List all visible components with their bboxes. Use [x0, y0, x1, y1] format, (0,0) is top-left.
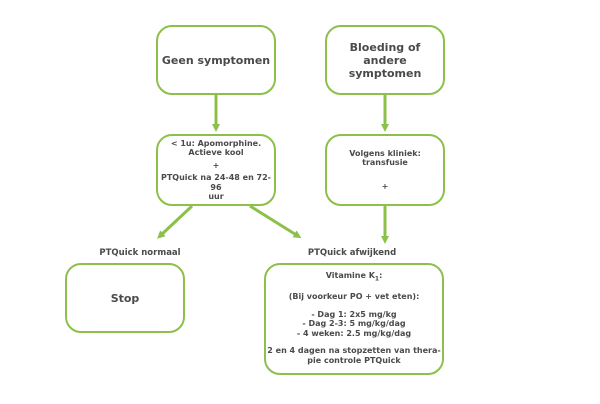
node-text: +: [381, 181, 389, 191]
node-text: (Bij voorkeur PO + vet eten):: [288, 292, 420, 302]
node-stop: Stop: [65, 263, 185, 333]
node-text: 2 en 4 dagen na stopzetten van thera-: [267, 346, 441, 356]
node-apomorphine: < 1u: Apomorphine. Actieve kool + PTQuic…: [156, 134, 276, 206]
label-ptquick-afwijkend: PTQuick afwijkend: [307, 248, 397, 258]
node-text: Geen symptomen: [161, 53, 271, 67]
node-text: < 1u: Apomorphine.: [170, 138, 262, 148]
node-bloeding: Bloeding of andere symptomen: [325, 25, 445, 95]
vitk-colon: :: [379, 271, 383, 280]
node-text: Bloeding of: [349, 40, 421, 54]
node-text: - 4 weken: 2.5 mg/kg/dag: [296, 328, 412, 338]
node-text: PTQuick na 24-48 en 72-96: [160, 173, 271, 192]
node-text: Volgens kliniek:: [349, 148, 421, 158]
node-text: - Dag 2-3: 5 mg/kg/dag: [302, 319, 406, 329]
vitk-title: Vitamine K: [325, 271, 375, 280]
vitk-subscript: 1: [374, 275, 380, 283]
arrow-apomorphine-to-normaal: [157, 204, 194, 239]
node-text: uur: [208, 192, 224, 201]
arrow-apomorphine-to-afwijkend: [249, 204, 302, 239]
node-kliniek: Volgens kliniek: transfusie +: [325, 134, 445, 206]
node-text: pie controle PTQuick: [307, 355, 401, 365]
node-text: Actieve kool: [188, 148, 244, 157]
node-text: +: [212, 160, 220, 170]
node-text: andere symptomen: [348, 53, 422, 80]
node-text: Stop: [110, 291, 140, 305]
label-ptquick-normaal: PTQuick normaal: [99, 248, 181, 258]
node-text: transfusie: [362, 158, 408, 168]
node-text: - Dag 1: 2x5 mg/kg: [311, 309, 397, 319]
node-text: Vitamine K1:: [326, 271, 383, 284]
node-geen-symptomen: Geen symptomen: [156, 25, 276, 95]
node-vitamine-k: Vitamine K1: (Bij voorkeur PO + vet eten…: [264, 263, 444, 375]
